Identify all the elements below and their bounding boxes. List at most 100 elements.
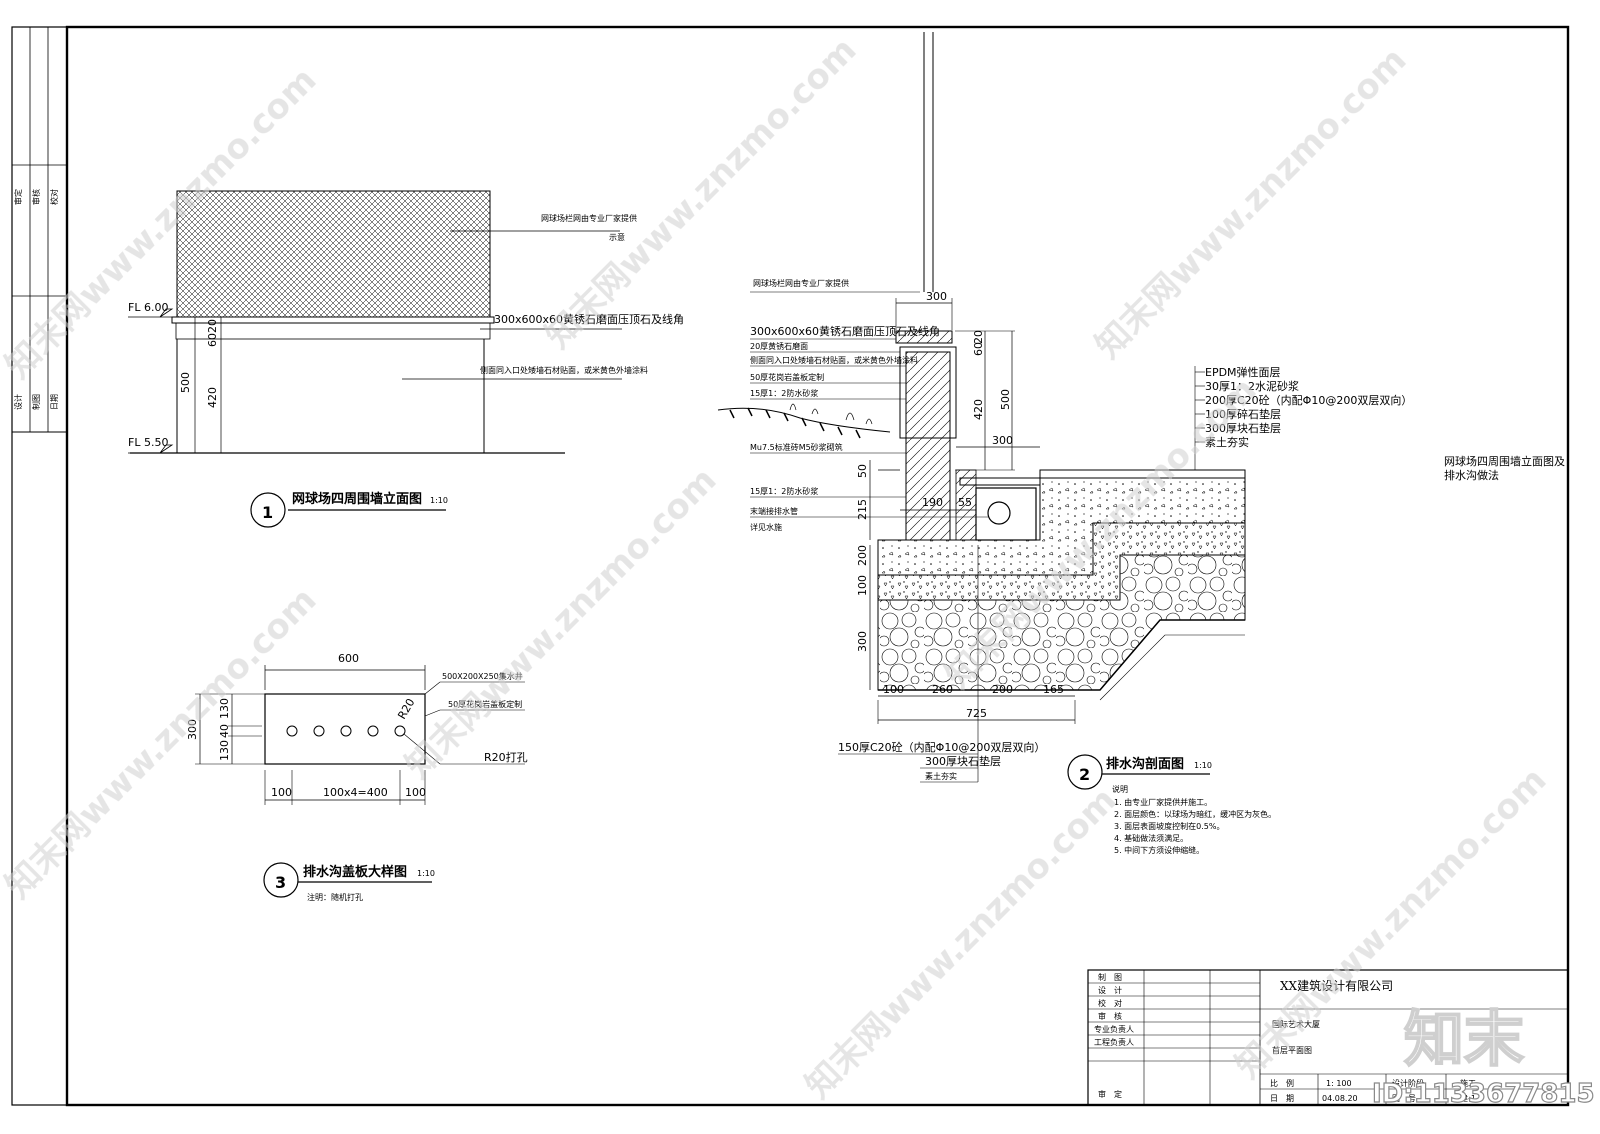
strip-label: 设计: [13, 394, 23, 410]
note-pipe-2: 详见水施: [750, 522, 782, 532]
dim-420: 420: [206, 387, 219, 408]
company-name: XX建筑设计有限公司: [1280, 978, 1393, 993]
role-design: 设 计: [1098, 985, 1122, 995]
layer-5: 300厚块石垫层: [1205, 421, 1281, 435]
drawing-2-title: 排水沟剖面图: [1106, 756, 1184, 772]
level-top: FL 6.00: [128, 301, 168, 314]
note-fence-2: 示意: [609, 232, 625, 242]
dim-215: 215: [856, 499, 869, 520]
dim-130-top: 130: [218, 698, 231, 719]
dim-top-300: 300: [926, 290, 947, 303]
dim-190: 190: [922, 496, 943, 509]
note-cover: 50厚花岗岩盖板定制: [448, 699, 522, 709]
layer-2: 30厚1：2水泥砂浆: [1205, 379, 1299, 393]
scale-label: 比 例: [1270, 1078, 1294, 1088]
drawing-1-number: 1: [262, 503, 273, 522]
bottom-layer-1: 150厚C20砼（内配Φ10@200双层双向）: [838, 740, 1045, 754]
watermark-text: 知末网www.znzmo.com: [1088, 40, 1414, 366]
role-review: 审 核: [1098, 1011, 1122, 1021]
role-drawn: 制 图: [1098, 972, 1122, 982]
drawing-name: 首层平面图: [1272, 1045, 1312, 1055]
dim-100-right: 100: [405, 786, 426, 799]
dim-b165: 165: [1043, 683, 1064, 696]
bottom-layer-3: 素土夯实: [925, 771, 957, 781]
layer-6: 素土夯实: [1205, 435, 1249, 449]
note-fence: 网球场栏网由专业厂家提供: [753, 278, 849, 288]
strip-label: 审核: [31, 189, 41, 205]
project-name: 国际艺术大厦: [1272, 1019, 1320, 1029]
drawing-2-number: 2: [1079, 765, 1090, 784]
drain-channel: [975, 487, 1037, 541]
strip-label: 校对: [49, 189, 59, 205]
radius-label: R20: [395, 696, 417, 721]
dim-500: 500: [999, 389, 1012, 410]
dim-v100: 100: [856, 575, 869, 596]
drawing-1-wall-elevation: FL 6.00 FL 5.50 500 20 60 420 网球场栏网由专业厂家…: [128, 190, 684, 528]
dim-20: 20: [972, 330, 985, 344]
drawing-3-note: 注明：随机打孔: [307, 892, 363, 902]
note-cap: 300x600x60黄锈石磨面压顶石及线角: [750, 324, 940, 338]
cover-plate: [264, 693, 426, 765]
drain-hole: [286, 725, 298, 737]
dim-v300: 300: [856, 631, 869, 652]
watermark-text: 知末网www.znzmo.com: [0, 580, 324, 906]
dim-20: 20: [206, 319, 219, 333]
dim-60: 60: [972, 342, 985, 356]
note-fence: 网球场栏网由专业厂家提供: [541, 213, 637, 223]
outer-border: [11, 26, 1569, 1106]
scale-value: 1: 100: [1326, 1079, 1352, 1088]
note-well: 500X200X250集水井: [442, 671, 523, 681]
note-line-3: 3. 面层表面坡度控制在0.5%。: [1114, 821, 1225, 831]
note-line-1: 1. 由专业厂家提供并施工。: [1114, 797, 1212, 807]
dim-40: 40: [218, 724, 231, 738]
note-brick: Mu7.5标准砖M5砂浆砌筑: [750, 442, 843, 452]
watermark-id: ID:1133677815: [1372, 1079, 1595, 1109]
side-title-2: 排水沟做法: [1444, 468, 1499, 482]
drain-pipe: [987, 501, 1011, 525]
dim-50: 50: [856, 464, 869, 478]
note-pipe: 末端接排水管: [750, 506, 798, 516]
drawing-3-number: 3: [275, 873, 286, 892]
drawing-1-scale: 1:10: [430, 496, 448, 505]
strip-label: 审定: [13, 189, 23, 205]
watermark-text: 知末网www.znzmo.com: [398, 460, 724, 786]
strip-label: 日期: [50, 394, 59, 410]
dim-500: 500: [179, 372, 192, 393]
role-check: 校 对: [1098, 998, 1122, 1008]
wall-coping: [171, 316, 495, 324]
note-mortar-2: 15厚1：2防水砂浆: [750, 486, 818, 496]
drawing-3-scale: 1:10: [417, 869, 435, 878]
dim-300: 300: [186, 719, 199, 740]
dim-b200: 200: [992, 683, 1013, 696]
drawing-3-cover-plate: 600 300 130 40 130 100 100x4=400 100 R20…: [186, 652, 528, 902]
coping-stone: [895, 330, 953, 344]
title-block: 制 图 设 计 校 对 审 核 专业负责人 工程负责人 审 定 比 例 1: 1…: [1087, 969, 1569, 1106]
drawing-1-title: 网球场四周围墙立面图: [292, 491, 422, 507]
bottom-layer-2: 300厚块石垫层: [925, 754, 1001, 768]
drawing-2-drain-section: 300 20 60 420 500 300 50 215 190 55 200 …: [717, 32, 1412, 855]
drawing-3-title: 排水沟盖板大样图: [303, 864, 407, 880]
brick-wall: [905, 351, 951, 541]
dim-600: 600: [338, 652, 359, 665]
phase-label: 设计阶段: [1392, 1078, 1424, 1088]
dim-100x4: 100x4=400: [323, 786, 388, 799]
drain-hole: [367, 725, 379, 737]
note-plaster: 20厚黄锈石磨面: [750, 341, 808, 351]
role-approve: 审 定: [1098, 1089, 1122, 1099]
note-line-2: 2. 面层颜色：以球场为暗红，缓冲区为灰色。: [1114, 809, 1276, 819]
left-strip: 审定 审核 校对 设计 制图 日期: [11, 26, 68, 433]
layer-1: EPDM弹性面层: [1205, 365, 1281, 379]
dim-b725: 725: [966, 707, 987, 720]
side-title-1: 网球场四周围墙立面图及: [1444, 454, 1565, 468]
watermark-text: 知末网www.znzmo.com: [798, 780, 1124, 1106]
note-cap: 300x600x60黄锈石磨面压顶石及线角: [494, 312, 684, 326]
date-value: 04.08.20: [1322, 1094, 1358, 1103]
note-line-4: 4. 基础做法须满足。: [1114, 833, 1188, 843]
drain-hole: [313, 725, 325, 737]
dim-300-side: 300: [992, 434, 1013, 447]
inner-border: [65, 25, 1570, 1107]
role-lead: 专业负责人: [1094, 1024, 1134, 1034]
role-project-lead: 工程负责人: [1094, 1037, 1134, 1047]
